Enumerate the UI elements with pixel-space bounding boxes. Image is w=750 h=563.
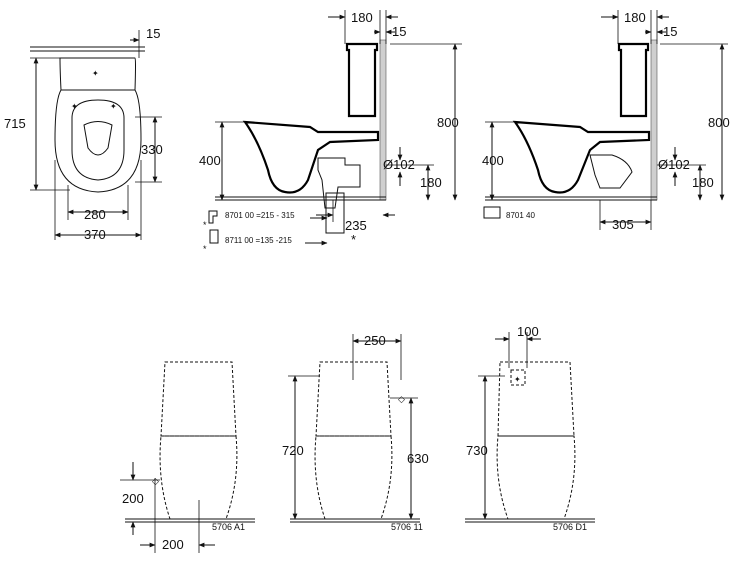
d1-dim-height: 730 xyxy=(466,443,488,458)
side1-dim-outlet: 235 xyxy=(345,218,367,233)
side2-dim-tank-depth: 180 xyxy=(624,10,646,25)
top-dim-wall: 15 xyxy=(146,26,160,41)
side2-dim-pipe-diameter: Ø102 xyxy=(658,157,690,172)
v11-tank xyxy=(315,361,392,437)
v11-code: 5706 11 xyxy=(391,522,423,532)
side1-fitting-1: * 8701 00 =215 - 315 xyxy=(203,210,328,230)
side1-fitting-2: * 8711 00 =135 -215 xyxy=(203,229,328,254)
d1-inlet-marker xyxy=(510,369,526,386)
fitting-2-icon xyxy=(209,229,219,244)
top-bowl-outline xyxy=(54,89,142,193)
side1-dim-total-height: 800 xyxy=(437,115,459,130)
side2-dim-wall: 15 xyxy=(663,24,677,39)
a1-dim-height: 200 xyxy=(122,491,144,506)
top-hinge-icon-left: ✦ xyxy=(71,102,78,111)
top-button-icon: ✦ xyxy=(92,69,99,78)
d1-code: 5706 D1 xyxy=(553,522,587,532)
side1-wall xyxy=(379,39,387,201)
a1-outlet-icon: ◇ xyxy=(152,476,159,486)
d1-inlet-icon: ✦ xyxy=(514,375,521,384)
side2-dim-pipe-height: 180 xyxy=(692,175,714,190)
side1-outlet-pipe xyxy=(317,157,361,209)
fitting-2-marker: * xyxy=(203,244,207,254)
side1-dim-pipe-diameter: Ø102 xyxy=(383,157,415,172)
top-bowl-inner xyxy=(71,99,125,181)
d1-tank xyxy=(497,361,575,437)
v11-dim-height-left: 720 xyxy=(282,443,304,458)
front-view-a1: ◇ 200 200 5706 A1 xyxy=(120,361,255,553)
side2-dim-outlet: 305 xyxy=(612,217,634,232)
front-view-11: 250 720 ◇ 630 5706 11 xyxy=(282,333,429,532)
fitting-1-text: 8701 00 =215 - 315 xyxy=(225,211,295,220)
side1-bowl xyxy=(242,120,380,194)
side2-fitting-icon xyxy=(483,206,501,219)
v11-dim-height-right: 630 xyxy=(407,451,429,466)
side2-dim-total-height: 800 xyxy=(708,115,730,130)
side-view-2: 180 15 800 400 Ø102 180 305 8701 40 xyxy=(482,10,730,232)
top-seat-opening xyxy=(83,121,113,156)
fitting-2-text: 8711 00 =135 -215 xyxy=(225,236,292,245)
side1-dim-seat-height: 400 xyxy=(199,153,221,168)
a1-tank xyxy=(160,361,237,437)
side2-tank xyxy=(617,42,650,118)
v11-bowl xyxy=(314,435,393,520)
side1-drain-pipe xyxy=(325,192,345,234)
side1-dim-wall: 15 xyxy=(392,24,406,39)
fitting-1-marker: * xyxy=(203,220,207,230)
v11-dim-top: 250 xyxy=(364,333,386,348)
side2-dim-seat-height: 400 xyxy=(482,153,504,168)
top-dim-inner-width: 280 xyxy=(84,207,106,222)
side2-bowl xyxy=(512,120,651,194)
v11-outlet-icon: ◇ xyxy=(398,394,405,404)
side2-outlet-pipe xyxy=(589,154,633,189)
side-view-1: 180 15 800 400 Ø102 180 235 * * 8701 00 … xyxy=(199,10,462,254)
fitting-1-icon xyxy=(208,210,218,224)
top-view: 15 ✦ ✦ ✦ 715 330 280 370 xyxy=(4,26,163,242)
side2-fitting-code: 8701 40 xyxy=(506,211,535,220)
a1-bowl xyxy=(159,435,238,520)
side2-wall xyxy=(650,39,658,201)
d1-bowl xyxy=(496,435,576,520)
front-view-d1: 100 ✦ 730 5706 D1 xyxy=(465,324,595,532)
side1-dim-pipe-height: 180 xyxy=(420,175,442,190)
top-dim-seat: 330 xyxy=(141,142,163,157)
top-dim-depth: 715 xyxy=(4,116,26,131)
side1-tank xyxy=(345,42,379,118)
a1-dim-offset: 200 xyxy=(162,537,184,552)
top-dim-width: 370 xyxy=(84,227,106,242)
side1-dim-tank-depth: 180 xyxy=(351,10,373,25)
a1-code: 5706 A1 xyxy=(212,522,245,532)
top-hinge-icon-right: ✦ xyxy=(110,102,117,111)
side1-outlet-mark: * xyxy=(351,232,356,247)
d1-dim-top: 100 xyxy=(517,324,539,339)
